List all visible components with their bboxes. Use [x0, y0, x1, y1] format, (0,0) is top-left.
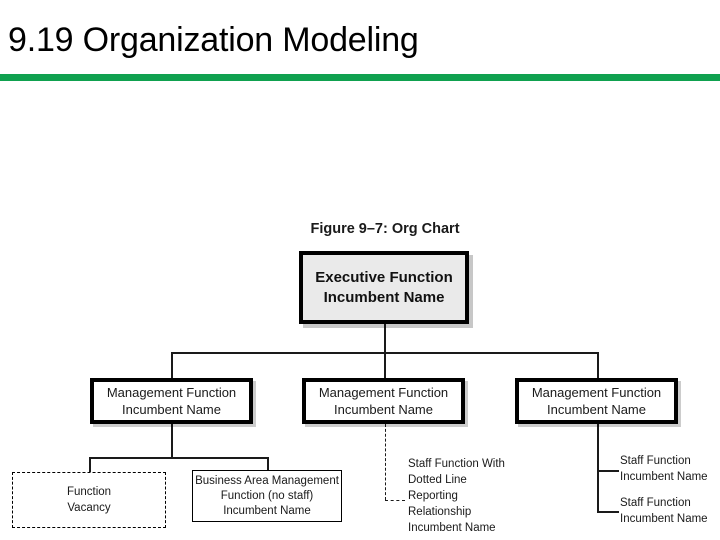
node-business-area-line-1: Business Area Management: [195, 474, 339, 487]
label-staff-1-line-1: Staff Function: [620, 455, 691, 467]
label-staff-2-line-2: Incumbent Name: [620, 513, 708, 525]
node-executive-line-2: Incumbent Name: [323, 288, 445, 306]
node-management-3-line-2: Incumbent Name: [547, 402, 646, 417]
connector-staff-function-2-stub: [597, 511, 619, 513]
page-title: 9.19 Organization Modeling: [8, 21, 419, 59]
node-management-3-line-1: Management Function: [531, 385, 662, 400]
node-vacancy-line-2: Vacancy: [67, 502, 111, 514]
node-management-2-line-1: Management Function: [318, 385, 449, 400]
label-staff-dotted-line-2: Dotted Line: [408, 474, 467, 486]
label-staff-dotted-line-3: Reporting: [408, 490, 458, 502]
label-staff-1-line-2: Incumbent Name: [620, 471, 708, 483]
connector-management-1-bus: [89, 457, 268, 459]
connector-business-area-stub: [267, 457, 269, 471]
node-business-area-line-3: Incumbent Name: [223, 504, 311, 517]
label-staff-dotted-line-1: Staff Function With: [408, 458, 505, 470]
connector-executive-drop: [384, 324, 386, 353]
title-divider-rule: [0, 74, 720, 81]
node-management-2-line-2: Incumbent Name: [334, 402, 433, 417]
label-staff-2-line-1: Staff Function: [620, 497, 691, 509]
connector-dotted-line-elbow: [385, 500, 405, 501]
connector-dotted-line-vertical: [385, 424, 386, 500]
connector-drop-management-1: [171, 352, 173, 379]
node-vacancy-line-1: Function: [66, 486, 112, 498]
label-staff-dotted-line-4: Relationship: [408, 506, 472, 518]
node-management-function-2: Management Function Incumbent Name: [302, 378, 465, 424]
connector-vacancy-stub: [89, 457, 91, 473]
node-management-1-line-1: Management Function: [106, 385, 237, 400]
node-executive-function: Executive Function Incumbent Name: [299, 251, 469, 324]
connector-drop-management-3: [597, 352, 599, 379]
connector-drop-management-2: [384, 352, 386, 379]
connector-management-1-drop: [171, 424, 173, 458]
label-staff-function-2: Staff Function Incumbent Name: [620, 495, 720, 527]
node-management-function-1: Management Function Incumbent Name: [90, 378, 253, 424]
node-executive-line-1: Executive Function: [315, 268, 453, 286]
node-function-vacancy: Function Vacancy: [12, 472, 166, 528]
node-business-area-management: Business Area Management Function (no st…: [192, 470, 342, 522]
connector-management-3-drop: [597, 424, 599, 512]
figure-caption: Figure 9–7: Org Chart: [310, 221, 460, 237]
node-management-1-line-2: Incumbent Name: [122, 402, 221, 417]
label-staff-function-1: Staff Function Incumbent Name: [620, 453, 720, 485]
connector-staff-function-1-stub: [597, 470, 619, 472]
node-business-area-line-2: Function (no staff): [220, 489, 314, 502]
label-staff-dotted-line-5: Incumbent Name: [408, 522, 496, 534]
label-staff-function-dotted-line: Staff Function With Dotted Line Reportin…: [408, 456, 538, 536]
node-management-function-3: Management Function Incumbent Name: [515, 378, 678, 424]
